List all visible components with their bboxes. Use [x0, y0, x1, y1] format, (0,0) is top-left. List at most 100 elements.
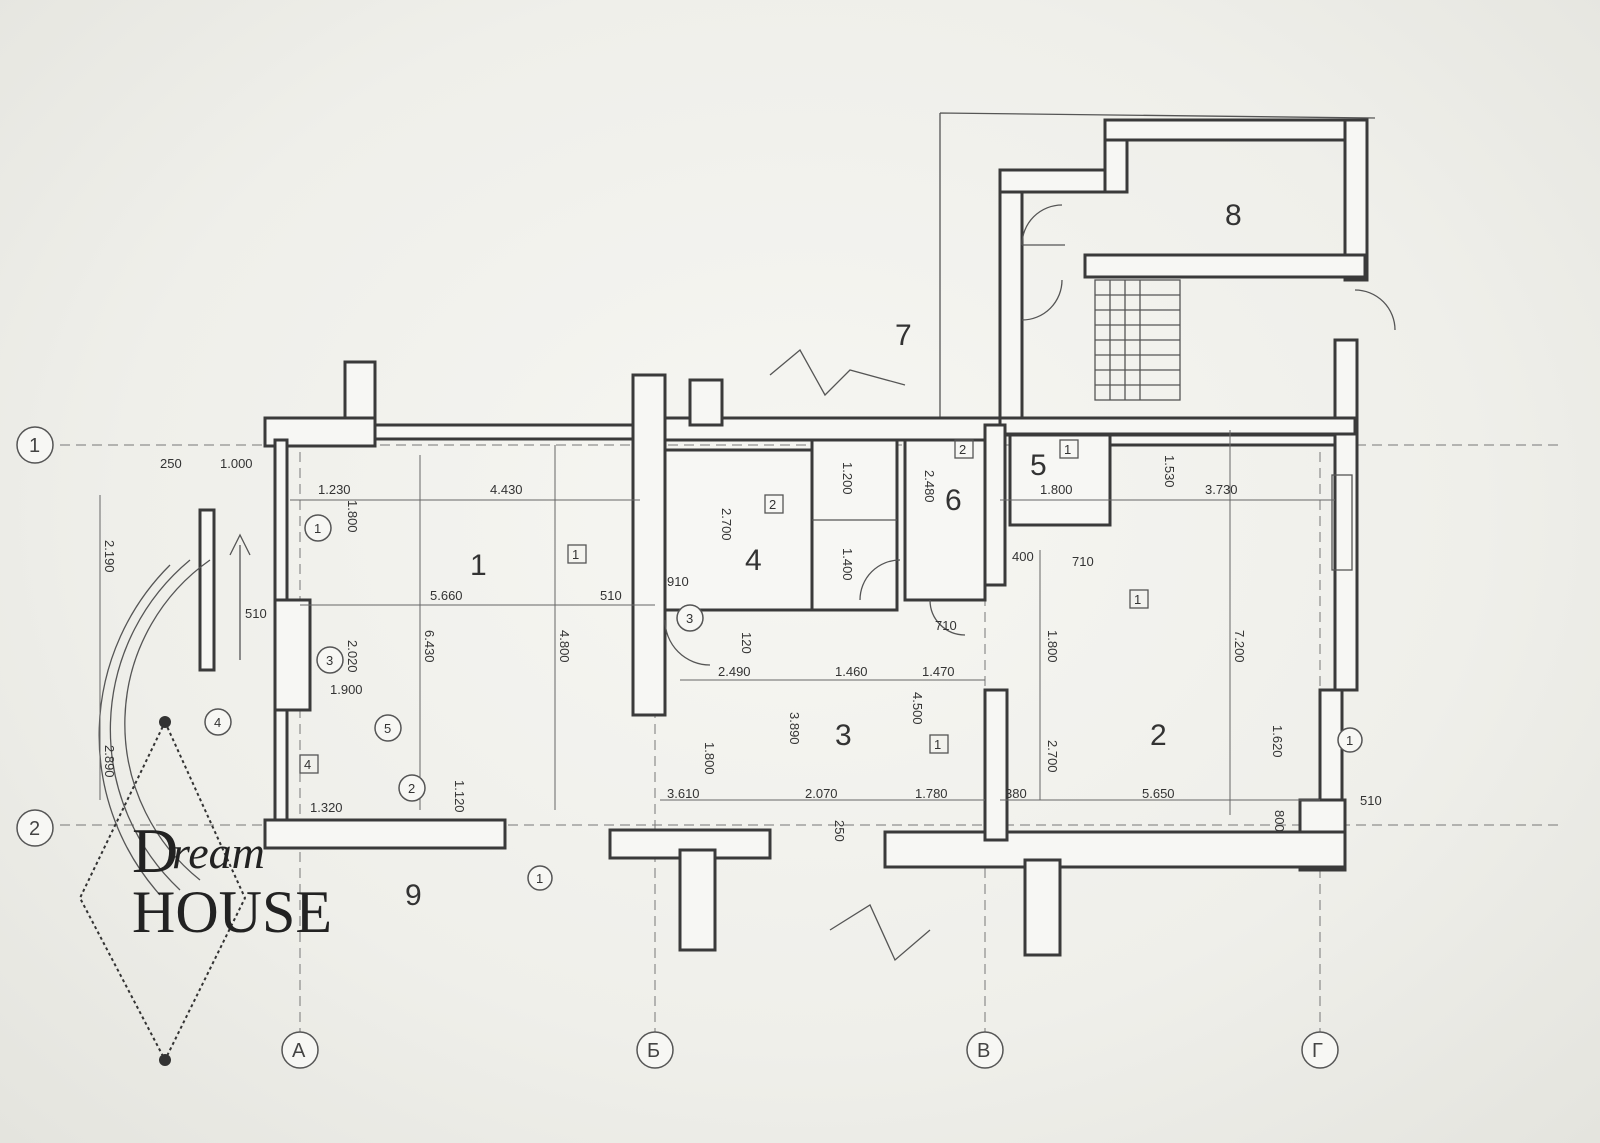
grid-marker	[281, 1031, 319, 1069]
entrance-steps	[124, 559, 211, 881]
dimension-label: 4.500	[910, 692, 925, 725]
svg-text:D: D	[132, 815, 178, 886]
room-number: 5	[1030, 449, 1047, 482]
dimension-label: 4.430	[490, 482, 523, 497]
wall	[998, 168, 1117, 194]
room-tag: 4	[304, 757, 311, 772]
room-number: 4	[745, 544, 762, 577]
dimension-label: 2.480	[922, 470, 937, 503]
dimension-label: 1.780	[915, 786, 948, 801]
logo-text-dream: ream	[172, 827, 265, 878]
wall	[1083, 253, 1367, 279]
wall	[883, 830, 1347, 869]
site-outline	[939, 112, 1376, 425]
grid-marker	[636, 1031, 674, 1069]
dimension-label: 1.120	[452, 780, 467, 813]
dream-house-logo: D ream HOUSE	[78, 716, 332, 1066]
dimension-label: 1.230	[318, 482, 351, 497]
dimension-label: 7.200	[1232, 630, 1247, 663]
dimension-label: 3.890	[787, 712, 802, 745]
wall	[983, 423, 1007, 587]
staircase	[1094, 279, 1181, 401]
dimension-label: 6.430	[422, 630, 437, 663]
room-number: 3	[835, 719, 852, 752]
sub-room-number: 5	[384, 721, 391, 736]
entrance-steps	[109, 559, 191, 891]
wall	[1343, 118, 1369, 282]
dimension-label: 1.900	[330, 682, 363, 697]
dimension-label: 400	[1012, 549, 1034, 564]
dimension-label: 1.530	[1162, 455, 1177, 488]
dimension-label: 710	[1072, 554, 1094, 569]
room-tag: 1	[1134, 592, 1141, 607]
logo-text-house: HOUSE	[132, 879, 332, 945]
dimension-label: 510	[600, 588, 622, 603]
wall	[663, 448, 817, 612]
dimension-label: 1.460	[835, 664, 868, 679]
wall	[1333, 338, 1359, 692]
wall	[263, 818, 507, 850]
sub-room-number: 1	[536, 871, 543, 886]
dimension-label: 800	[1272, 810, 1287, 832]
dimension-label: 4.800	[557, 630, 572, 663]
room-number: 1	[470, 549, 487, 582]
dimension-label: 250	[160, 456, 182, 471]
dimension-label: 910	[667, 574, 689, 589]
dimension-label: 510	[1360, 793, 1382, 808]
grid-row-label: 1	[29, 435, 40, 457]
grid-col-label: Б	[647, 1040, 660, 1062]
room-tag: 1	[1064, 442, 1071, 457]
room-number: 8	[1225, 199, 1242, 232]
sub-room-number: 3	[326, 653, 333, 668]
door-swing	[1021, 279, 1063, 321]
room-number: 2	[1150, 719, 1167, 752]
sub-room-number: 2	[408, 781, 415, 796]
dimension-label: 1.800	[702, 742, 717, 775]
room-tag: 1	[934, 737, 941, 752]
dimension-label: 510	[245, 606, 267, 621]
grid-col-label: В	[977, 1040, 990, 1062]
wall	[998, 416, 1357, 436]
dimension-label: 2.020	[345, 640, 360, 673]
door-swing	[1354, 289, 1396, 331]
dimension-label: 1.800	[345, 500, 360, 533]
dimension-label: 2.700	[719, 508, 734, 541]
wall	[273, 598, 312, 712]
dimension-label: 380	[1005, 786, 1027, 801]
dimension-label: 2.490	[718, 664, 751, 679]
room-number: 7	[895, 319, 912, 352]
grid-marker	[966, 1031, 1004, 1069]
wall	[678, 848, 717, 952]
room-tag: 1	[572, 547, 579, 562]
room-tag: 2	[769, 497, 776, 512]
wall	[1103, 118, 1357, 142]
grid-col-label: А	[292, 1040, 306, 1062]
door-swing	[664, 619, 711, 666]
grid-col-label: Г	[1312, 1040, 1323, 1062]
wall	[631, 373, 667, 717]
sub-room-number: 3	[686, 611, 693, 626]
dimension-label: 1.800	[1040, 482, 1073, 497]
dimension-label: 3.730	[1205, 482, 1238, 497]
wall	[373, 423, 647, 441]
dimension-label: 710	[935, 618, 957, 633]
dimension-label: 3.610	[667, 786, 700, 801]
dimension-label: 1.620	[1270, 725, 1285, 758]
sub-room-number: 4	[214, 715, 221, 730]
room-number: 6	[945, 484, 962, 517]
grid-marker	[16, 809, 54, 847]
door-swing	[1021, 204, 1065, 246]
entrance-steps	[98, 564, 171, 896]
wall	[983, 688, 1009, 842]
dimension-label: 1.320	[310, 800, 343, 815]
dimension-label: 2.890	[102, 745, 117, 778]
room-tag: 2	[959, 442, 966, 457]
door-swing	[929, 599, 966, 636]
dimension-label: 1.800	[1045, 630, 1060, 663]
dimension-label: 2.190	[102, 540, 117, 573]
wall	[198, 508, 216, 672]
break-line-bottom	[829, 904, 931, 962]
wall	[688, 378, 724, 427]
dimension-label: 120	[739, 632, 754, 654]
